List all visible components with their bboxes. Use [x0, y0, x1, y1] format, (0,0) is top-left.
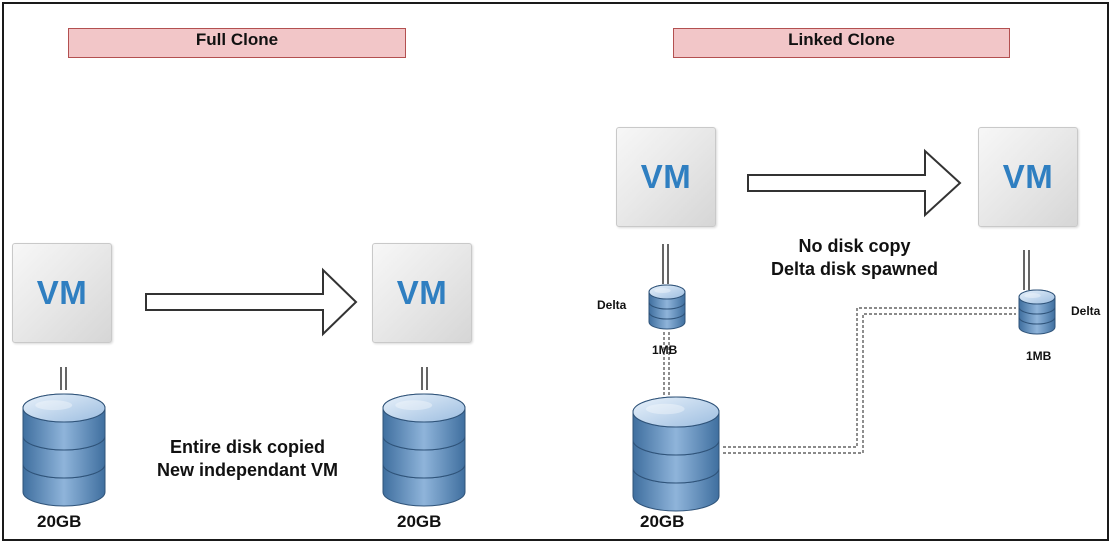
full-clone-source-link: [60, 367, 67, 390]
linked-target-delta-link: [1023, 250, 1030, 290]
target-delta-to-base-connector: [723, 307, 1016, 454]
source-delta-to-base-connector: [663, 332, 670, 400]
linked-clone-caption-line1: No disk copy: [798, 236, 911, 256]
full-clone-target-disk-size: 20GB: [397, 512, 442, 531]
full-clone-target-link: [421, 367, 428, 390]
full-clone-source-disk-size: 20GB: [37, 512, 82, 531]
linked-clone-source-vm-icon: VM: [616, 127, 716, 227]
full-clone-target-disk-icon: [382, 393, 466, 507]
full-clone-target-vm-label: VM: [396, 274, 448, 311]
source-delta-disk-icon: [648, 284, 686, 330]
linked-source-delta-link: [662, 244, 669, 284]
source-delta-size: 1MB: [652, 343, 678, 357]
full-clone-arrow-icon: [145, 267, 358, 337]
linked-clone-base-disk-size: 20GB: [640, 512, 685, 531]
target-delta-disk-icon: [1018, 289, 1056, 335]
full-clone-source-disk-icon: [22, 393, 106, 507]
source-delta-label: Delta: [597, 298, 627, 312]
full-clone-target-vm-icon: VM: [372, 243, 472, 343]
linked-clone-target-vm-label: VM: [1002, 158, 1054, 195]
full-clone-caption-line2: New independant VM: [156, 460, 338, 480]
target-delta-label: Delta: [1071, 304, 1101, 318]
linked-clone-source-vm-label: VM: [640, 158, 692, 195]
linked-clone-base-disk-icon: [632, 396, 720, 512]
full-clone-source-vm-icon: VM: [12, 243, 112, 343]
target-delta-size: 1MB: [1026, 349, 1052, 363]
full-clone-title: Full Clone: [68, 28, 406, 58]
linked-clone-title: Linked Clone: [673, 28, 1010, 58]
full-clone-caption-line1: Entire disk copied: [169, 437, 326, 457]
full-clone-source-vm-label: VM: [36, 274, 88, 311]
linked-clone-caption-line2: Delta disk spawned: [770, 259, 939, 279]
full-clone-caption: Entire disk copied New independant VM: [125, 436, 370, 482]
linked-clone-target-vm-icon: VM: [978, 127, 1078, 227]
linked-clone-arrow-icon: [747, 148, 962, 218]
linked-clone-caption: No disk copy Delta disk spawned: [742, 235, 967, 281]
